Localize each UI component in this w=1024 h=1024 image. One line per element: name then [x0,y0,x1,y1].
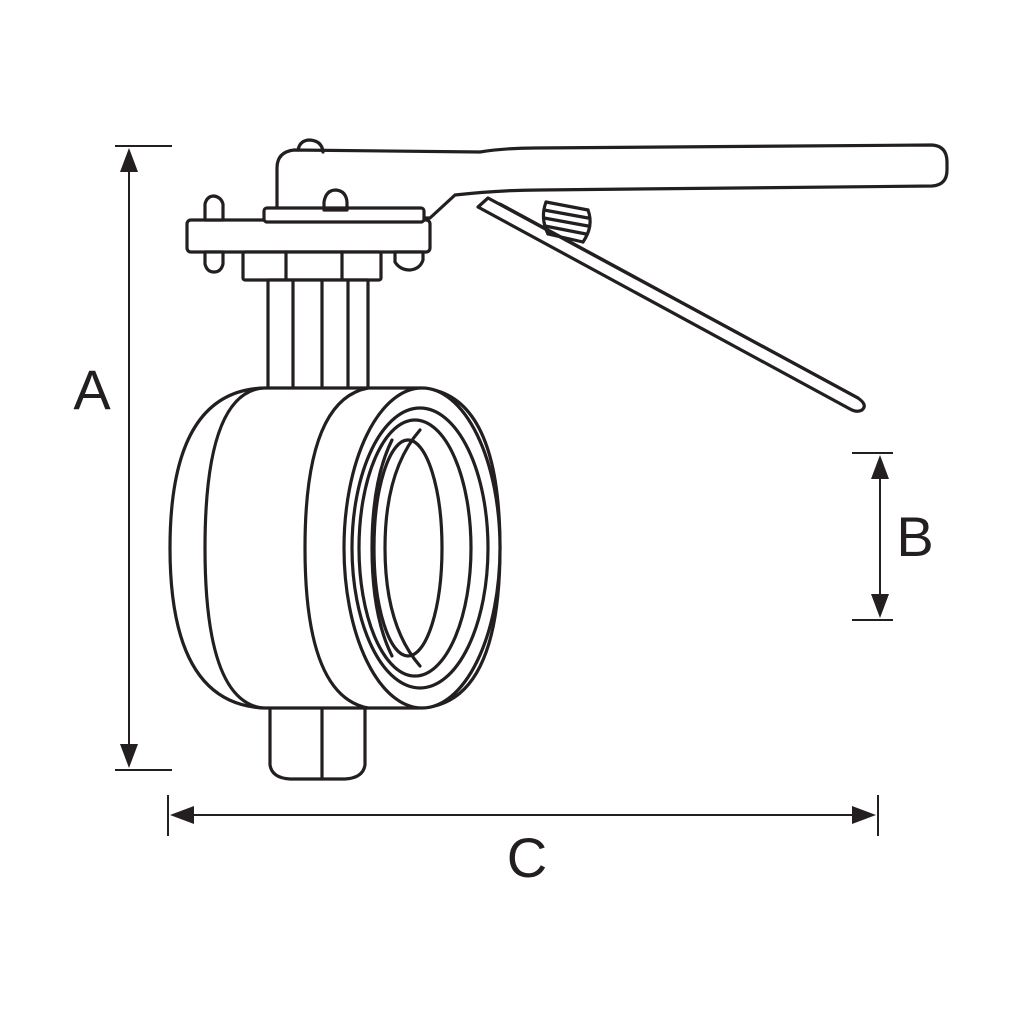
valve-neck [266,278,370,394]
dimension-c [167,795,879,836]
latch-trigger [476,196,866,413]
neck-collar [241,250,383,282]
dimension-c-label: C [507,826,547,889]
dimension-a-label: A [73,358,111,421]
valve-body [168,386,502,710]
dimension-c-arrow-left [170,806,194,824]
dimension-b-label: B [896,505,933,568]
handle-spring [541,200,592,244]
dimension-a-arrow-bottom [120,744,138,768]
dimension-b-arrow-bottom [871,594,889,618]
dimension-a [115,145,172,771]
dimension-b-arrow-top [871,455,889,479]
bottom-plug [268,693,367,781]
dimension-a-arrow-top [120,148,138,172]
top-flange [185,188,432,274]
dimension-c-arrow-right [852,806,876,824]
dimension-b [852,452,893,621]
lever-handle [275,138,949,220]
